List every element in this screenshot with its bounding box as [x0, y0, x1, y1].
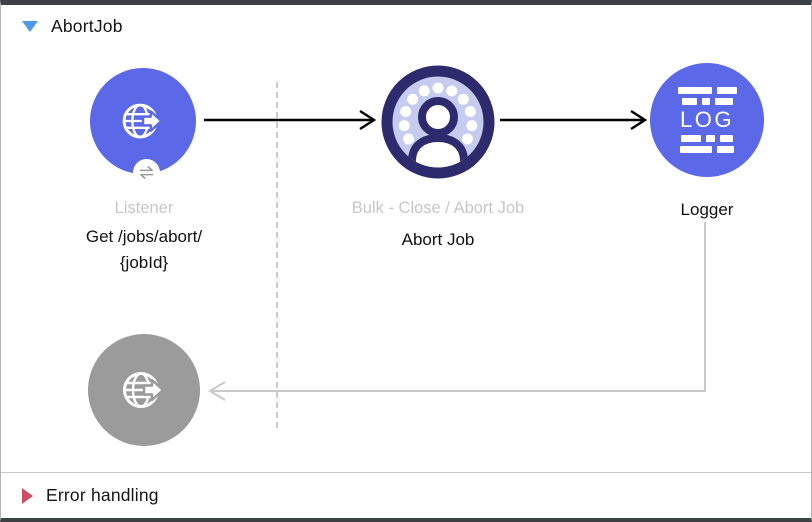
logger-node[interactable]: LOG [650, 63, 764, 177]
listener-name-line1: Get /jobs/abort/ [85, 227, 203, 246]
logger-icon-text: LOG [680, 107, 734, 132]
flow-arrow-bulk-to-logger [500, 109, 648, 131]
listener-type-label: Listener [114, 199, 174, 217]
flow-section-header: AbortJob [1, 5, 811, 47]
flow-title: AbortJob [51, 15, 123, 36]
logger-name-label: Logger [680, 200, 734, 219]
bulk-name-label: Abort Job [401, 230, 475, 249]
bulk-type-label: Bulk - Close / Abort Job [351, 199, 525, 217]
bulk-abort-job-node[interactable] [378, 62, 498, 182]
error-handling-section-header: Error handling [1, 472, 811, 518]
log-lines-icon: LOG [677, 87, 737, 153]
globe-arrow-gray-icon [123, 372, 165, 408]
expand-triangle-icon[interactable] [22, 487, 33, 504]
collapse-triangle-icon[interactable] [22, 20, 38, 32]
listener-name-line2: {jobId} [119, 253, 169, 272]
scope-divider-dashed-line [276, 82, 278, 428]
listener-source-badge[interactable] [133, 159, 160, 186]
exchange-arrows-icon [139, 166, 154, 179]
flow-arrow-listener-to-bulk [204, 109, 377, 131]
response-connector-line [208, 222, 706, 401]
globe-arrow-icon [122, 103, 163, 139]
listener-node[interactable] [90, 68, 196, 174]
response-node[interactable] [88, 334, 200, 446]
listener-name-label: Get /jobs/abort/ {jobId} [34, 224, 254, 276]
user-ring-dots-icon [381, 65, 495, 179]
error-handling-title: Error handling [46, 485, 159, 505]
